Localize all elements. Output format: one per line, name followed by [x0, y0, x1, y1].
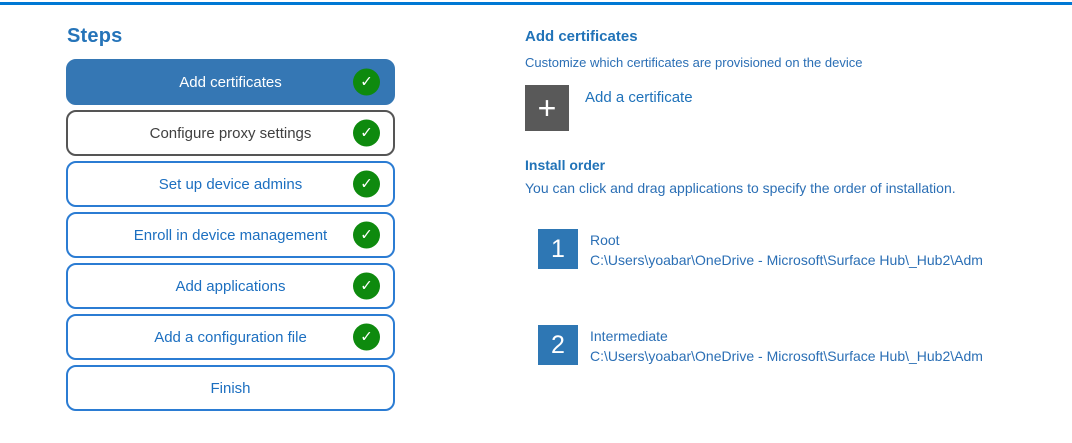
certificate-name: Intermediate — [590, 328, 668, 344]
step-finish[interactable]: Finish — [66, 365, 395, 411]
panel-title: Add certificates — [525, 28, 638, 45]
step-label: Add certificates — [179, 73, 282, 91]
check-icon: ✓ — [353, 272, 380, 300]
add-certificates-panel: Add certificates Customize which certifi… — [525, 28, 1065, 367]
order-badge: 2 — [538, 325, 578, 365]
certificate-info: Intermediate C:\Users\yoabar\OneDrive - … — [590, 326, 983, 367]
steps-heading: Steps — [67, 25, 123, 47]
certificate-path: C:\Users\yoabar\OneDrive - Microsoft\Sur… — [590, 348, 983, 364]
top-accent-line — [0, 2, 1072, 5]
step-label: Set up device admins — [158, 175, 303, 193]
plus-icon: + — [525, 85, 569, 131]
step-configure-proxy-settings[interactable]: Configure proxy settings ✓ — [66, 110, 395, 156]
order-badge: 1 — [538, 229, 578, 269]
certificate-name: Root — [590, 232, 620, 248]
check-icon: ✓ — [353, 170, 380, 198]
panel-subtitle: Customize which certificates are provisi… — [525, 55, 863, 70]
step-label: Add applications — [175, 277, 286, 295]
step-add-applications[interactable]: Add applications ✓ — [66, 263, 395, 309]
step-enroll-in-device-management[interactable]: Enroll in device management ✓ — [66, 212, 395, 258]
install-order-list: 1 Root C:\Users\yoabar\OneDrive - Micros… — [538, 229, 1065, 367]
check-icon: ✓ — [353, 323, 380, 351]
step-label: Enroll in device management — [133, 226, 328, 244]
check-icon: ✓ — [353, 68, 380, 96]
step-set-up-device-admins[interactable]: Set up device admins ✓ — [66, 161, 395, 207]
step-label: Add a configuration file — [154, 328, 307, 346]
add-certificate-button[interactable]: + Add a certificate — [525, 85, 1065, 131]
install-item-root[interactable]: 1 Root C:\Users\yoabar\OneDrive - Micros… — [538, 229, 1065, 271]
install-order-heading: Install order — [525, 157, 606, 173]
install-order-description: You can click and drag applications to s… — [525, 180, 956, 196]
step-add-certificates[interactable]: Add certificates ✓ — [66, 59, 395, 105]
steps-sidebar: Steps Add certificates ✓ Configure proxy… — [66, 25, 396, 416]
check-icon: ✓ — [353, 221, 380, 249]
check-icon: ✓ — [353, 119, 380, 147]
add-certificate-label: Add a certificate — [585, 89, 693, 106]
step-label: Configure proxy settings — [149, 124, 312, 142]
step-label: Finish — [210, 379, 251, 397]
step-add-a-configuration-file[interactable]: Add a configuration file ✓ — [66, 314, 395, 360]
install-item-intermediate[interactable]: 2 Intermediate C:\Users\yoabar\OneDrive … — [538, 325, 1065, 367]
certificate-path: C:\Users\yoabar\OneDrive - Microsoft\Sur… — [590, 252, 983, 268]
certificate-info: Root C:\Users\yoabar\OneDrive - Microsof… — [590, 230, 983, 271]
